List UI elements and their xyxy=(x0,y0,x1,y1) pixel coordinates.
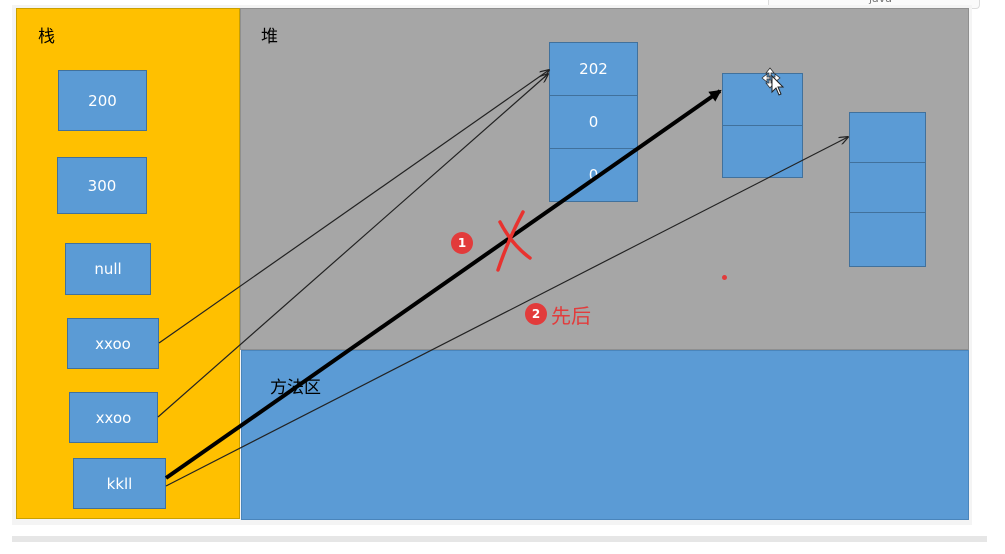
heap-object-3-slot xyxy=(850,113,925,163)
annotation-badge-2: 2 xyxy=(525,303,547,325)
heap-object-1-slot: 202 xyxy=(550,43,637,96)
stack-cell-kkll: kkll xyxy=(73,458,166,509)
stack-cell-200: 200 xyxy=(58,70,147,131)
cross-mark xyxy=(498,220,532,260)
stack-cell-null: null xyxy=(65,243,151,295)
arrow-kkll-to-object3 xyxy=(165,137,848,487)
stack-cell-xxoo-1: xxoo xyxy=(67,318,159,369)
heap-label: 堆 xyxy=(261,27,278,47)
heap-object-1: 202 0 0 xyxy=(549,42,638,202)
bottom-scrollbar[interactable] xyxy=(12,536,987,542)
tab-label: java xyxy=(869,0,892,5)
heap-object-3-slot xyxy=(850,163,925,213)
method-area: 方法区 xyxy=(241,350,969,520)
heap-object-1-slot: 0 xyxy=(588,166,599,184)
annotation-badge-1: 1 xyxy=(451,232,473,254)
arrow-xxoo2-to-object1 xyxy=(157,74,548,418)
heap-object-3 xyxy=(849,112,926,267)
heap-object-2-slot xyxy=(723,74,802,126)
annotation-note: 先后 xyxy=(551,304,591,328)
heap-object-1-slot: 0 xyxy=(550,96,637,149)
stack-cell-xxoo-2: xxoo xyxy=(69,392,158,443)
stack-label: 栈 xyxy=(38,27,55,47)
arrow-kkll-to-object2 xyxy=(164,89,722,480)
cross-mark xyxy=(496,210,525,272)
stack-cell-300: 300 xyxy=(57,157,147,214)
annotation-dot xyxy=(722,275,727,280)
move-cursor-icon xyxy=(761,67,785,96)
arrow-xxoo1-to-object1 xyxy=(158,70,549,344)
heap-object-2 xyxy=(722,73,803,178)
